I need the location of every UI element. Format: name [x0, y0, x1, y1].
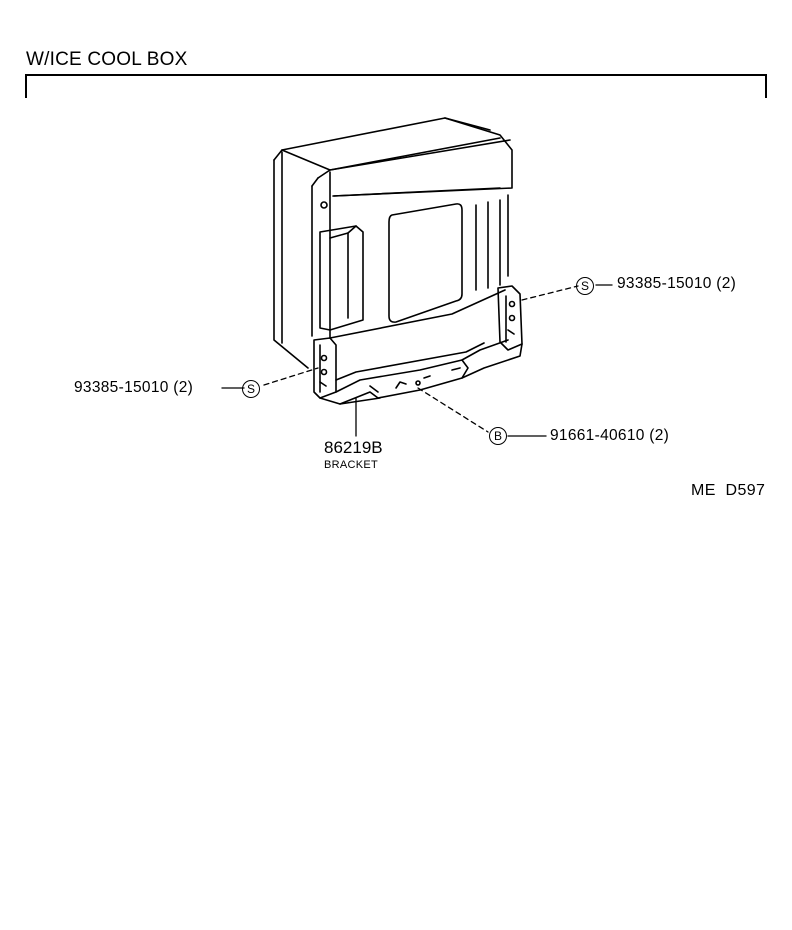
leader-lines — [221, 284, 613, 437]
bracket-part-number: 86219B — [324, 438, 383, 457]
screw-badge-right: S — [576, 277, 594, 295]
screw-badge-left: S — [242, 380, 260, 398]
screw-qty-left: (2) — [173, 379, 194, 396]
diagram-title: W/ICE COOL BOX — [26, 49, 188, 70]
bolt-number: 91661-40610 — [550, 427, 645, 444]
screw-number-right: 93385-15010 — [617, 275, 712, 292]
bracket-name: BRACKET — [324, 459, 379, 471]
cool-box-body — [273, 117, 513, 369]
screw-qty-right: (2) — [716, 275, 737, 292]
screw-number-left: 93385-15010 — [74, 379, 169, 396]
bolt-qty: (2) — [649, 427, 670, 444]
screw-part-number-right: 93385-15010 (2) — [617, 275, 736, 293]
bolt-part-number: 91661-40610 (2) — [550, 427, 669, 445]
screw-part-number-left: 93385-15010 (2) — [74, 379, 193, 397]
diagram-reference: ME D597 — [691, 482, 766, 499]
bracket-drawing — [313, 285, 523, 405]
title-frame — [25, 74, 767, 98]
bolt-badge: B — [489, 427, 507, 445]
